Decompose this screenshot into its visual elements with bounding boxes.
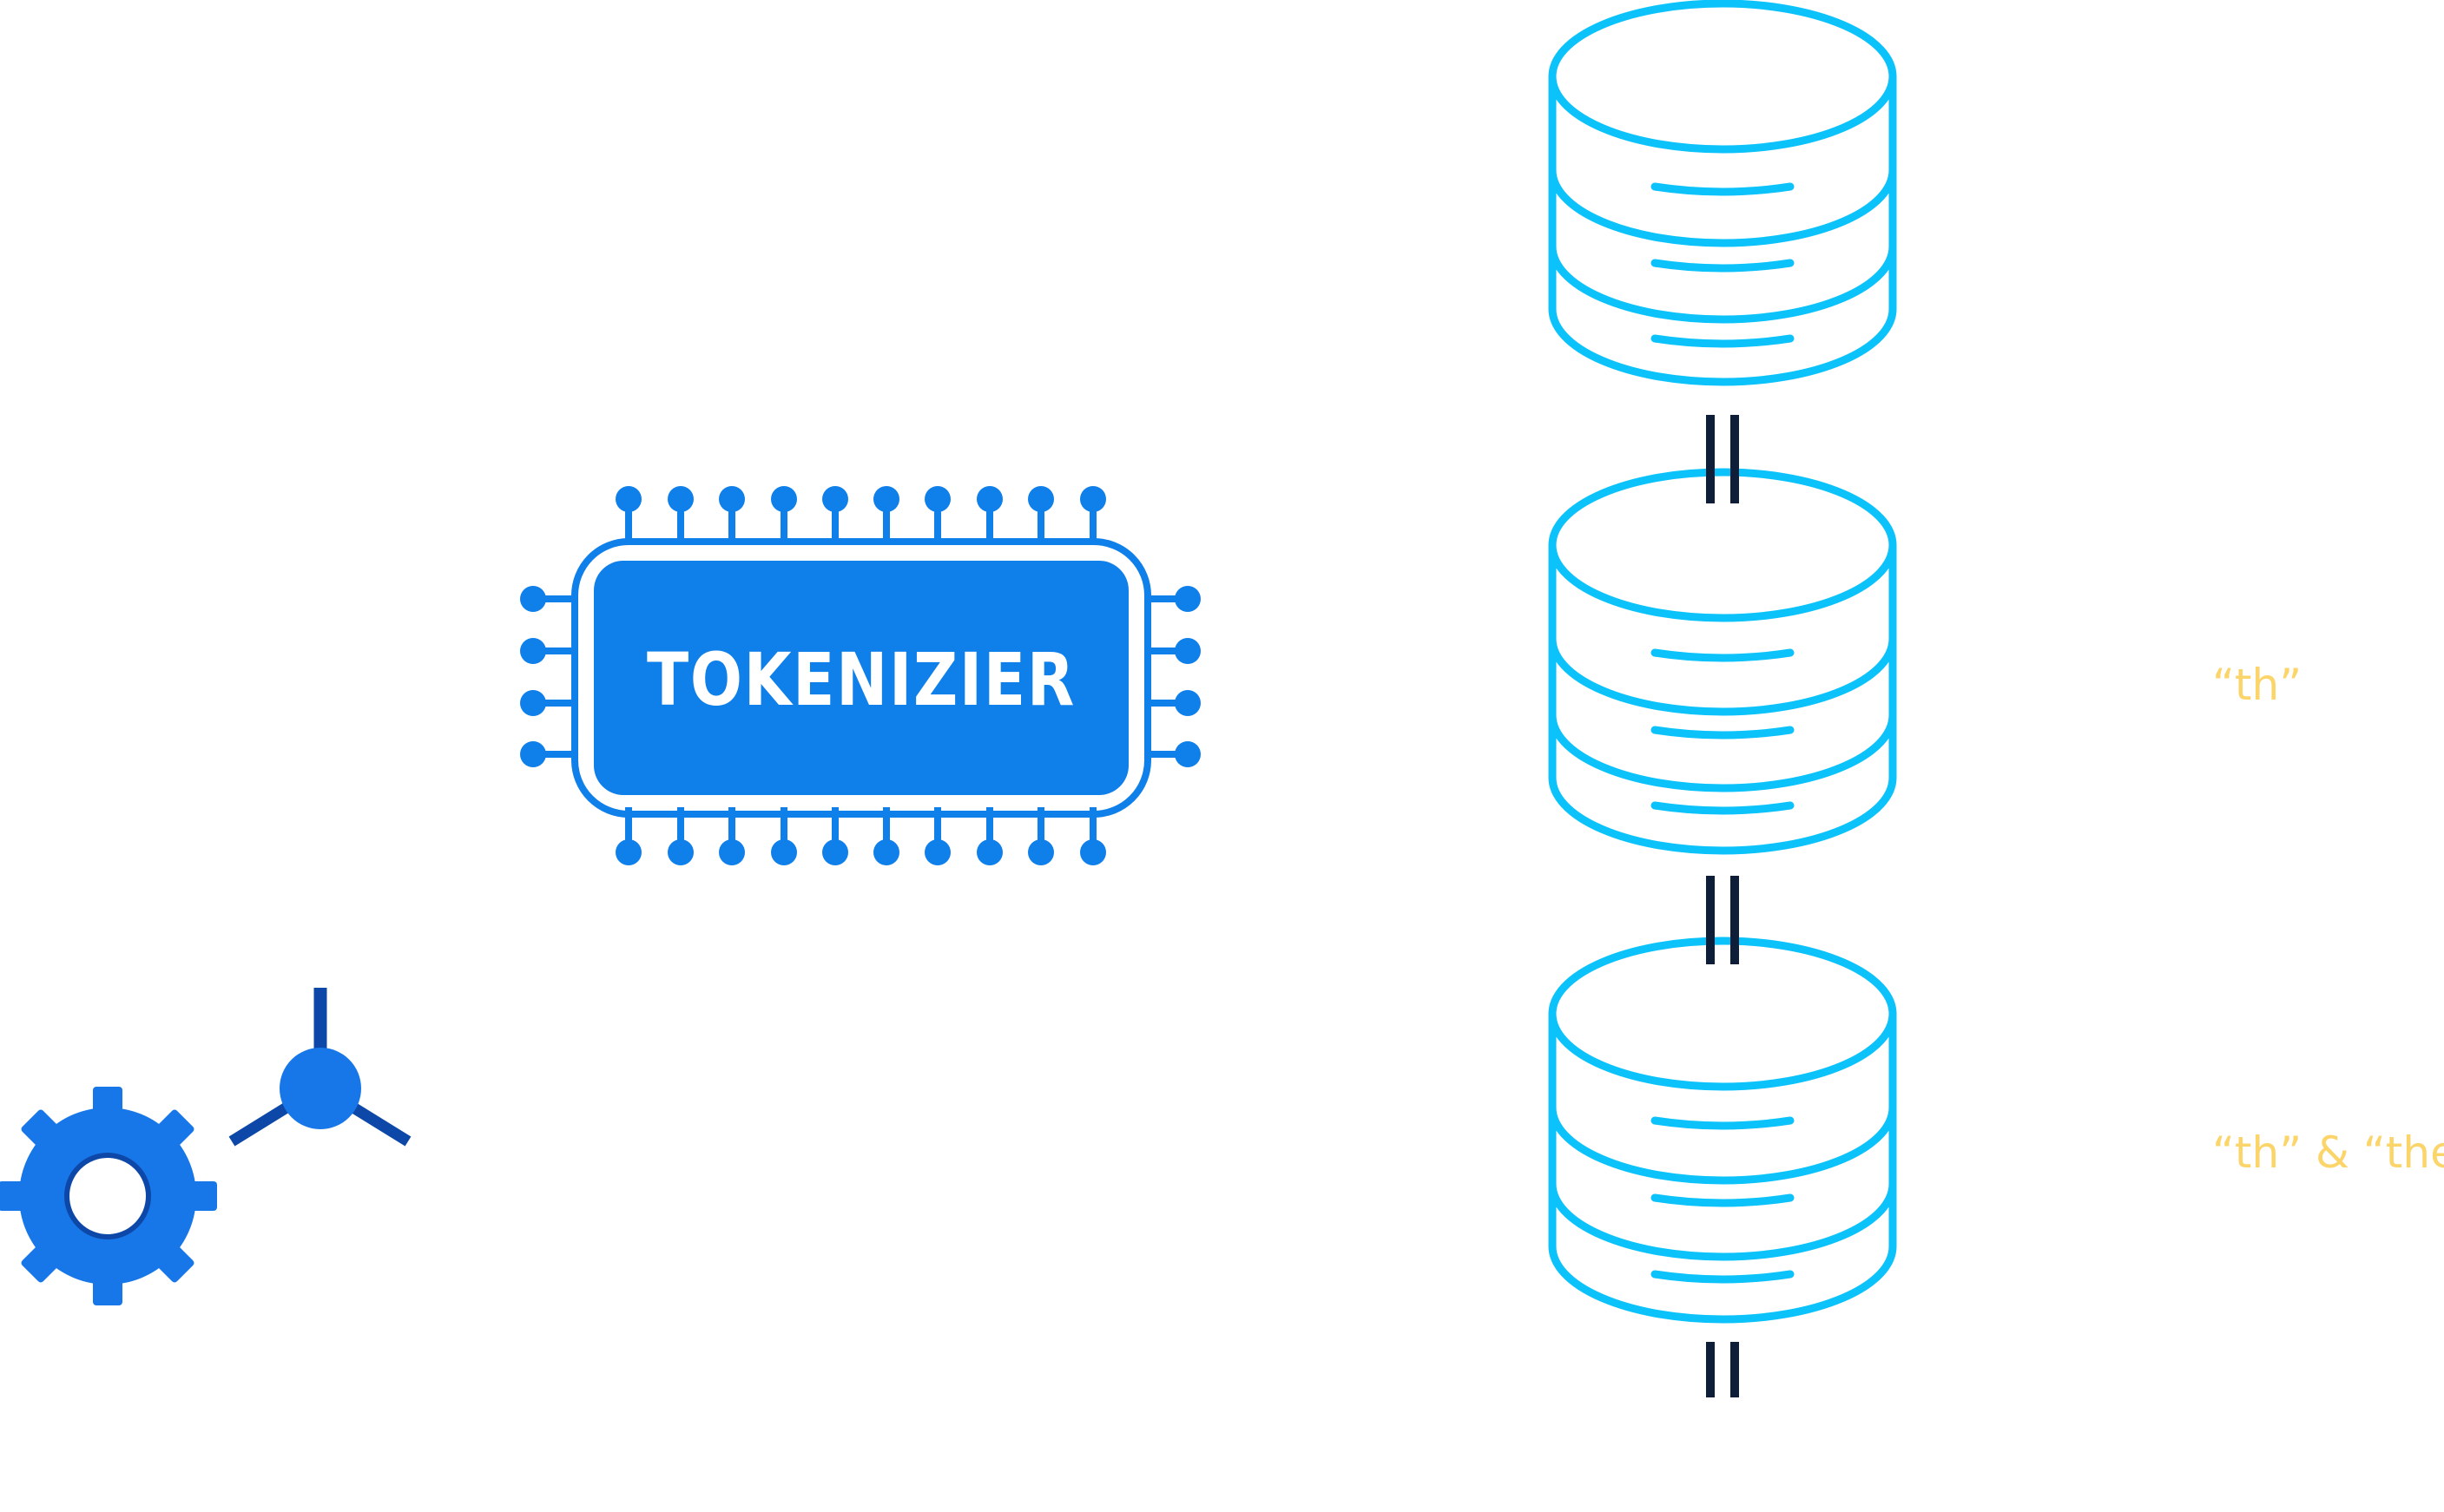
database-annotation-2: “th” xyxy=(2212,660,2302,710)
network-node-icon xyxy=(228,988,412,1147)
chip-core xyxy=(594,561,1129,795)
connector-link xyxy=(1706,1342,1739,1397)
chip-left-pins xyxy=(520,586,573,767)
chip-outline xyxy=(571,538,1151,818)
chip-right-pins xyxy=(1148,586,1201,767)
chip-top-pins xyxy=(616,486,1106,542)
database-annotation-3: “th” & “the” xyxy=(2212,1127,2444,1178)
chip-label: TOKENIZIER xyxy=(647,637,1076,722)
connector-link xyxy=(1706,876,1739,964)
database-stack xyxy=(1548,0,1897,1324)
database-icon xyxy=(1548,937,1897,1324)
database-icon xyxy=(1548,468,1897,855)
microchip-icon: TOKENIZIER xyxy=(520,486,1201,865)
database-icon xyxy=(1548,0,1897,386)
connector-link xyxy=(1706,415,1739,503)
gear-icon xyxy=(0,1087,217,1305)
